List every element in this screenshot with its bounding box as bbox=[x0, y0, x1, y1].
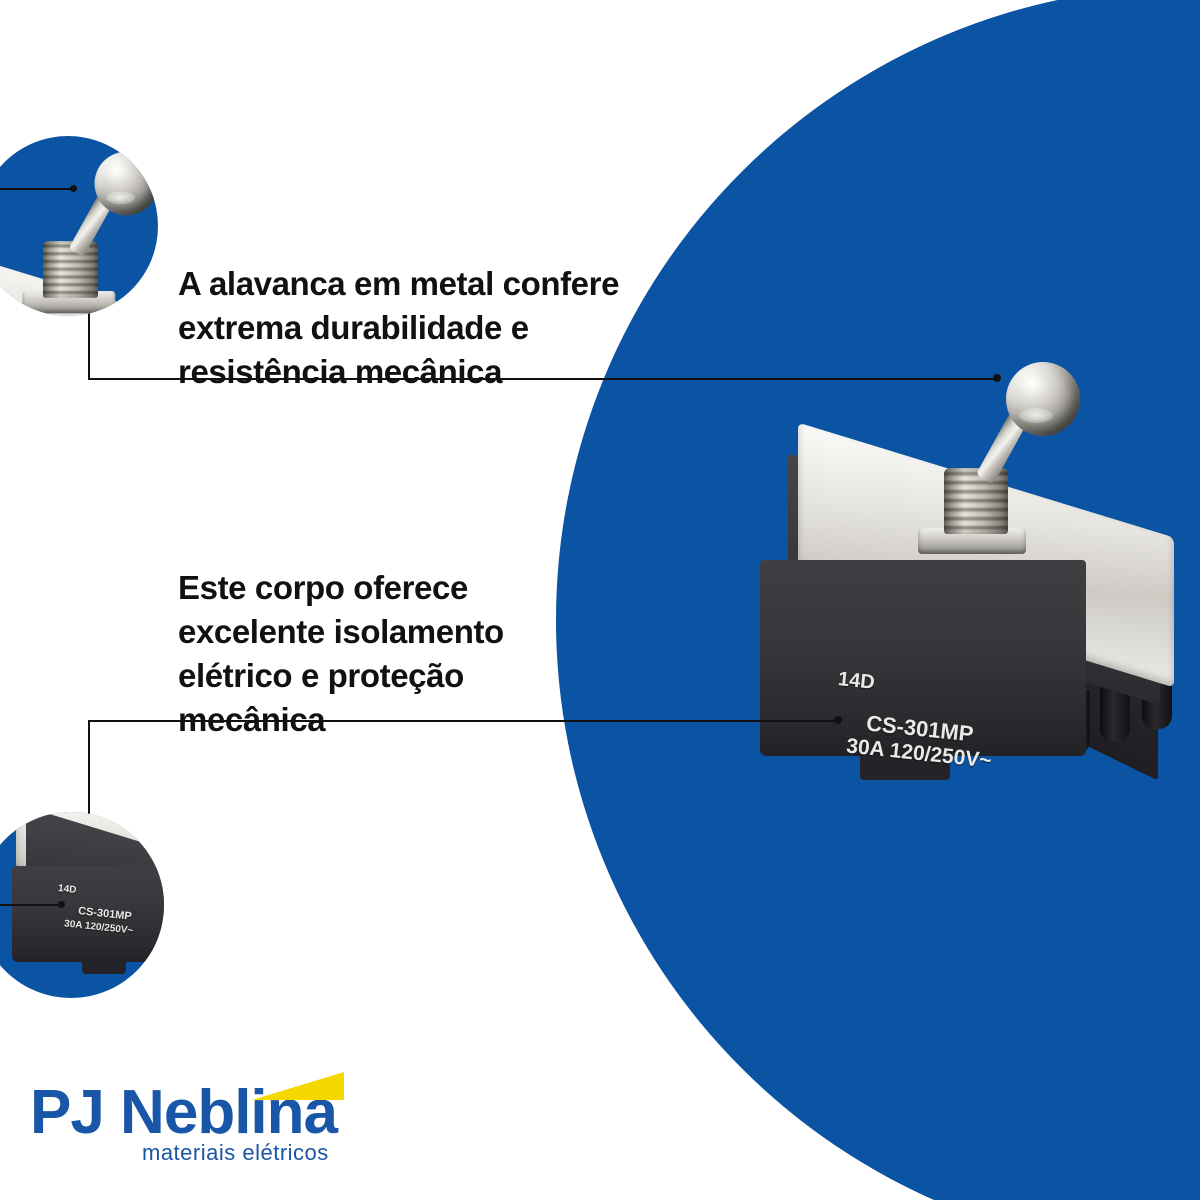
inset-leader-line-lever bbox=[0, 188, 74, 190]
callout-lever-text: A alavanca em metal confere extrema dura… bbox=[178, 265, 620, 390]
logo-wedge-icon bbox=[252, 1072, 344, 1100]
marking-code: 14D bbox=[837, 668, 876, 694]
inset-threaded-bushing bbox=[42, 241, 98, 298]
logo-tagline: materiais elétricos bbox=[142, 1140, 329, 1165]
inset-metal-ball-knob bbox=[94, 151, 158, 216]
inset-body-foot bbox=[82, 960, 126, 974]
leader-line-lever-horizontal bbox=[88, 378, 998, 380]
leader-endpoint-body bbox=[834, 716, 842, 724]
leader-endpoint-lever bbox=[993, 374, 1001, 382]
inset-body-detail: 14D CS-301MP 30A 120/250V~ bbox=[0, 812, 164, 998]
inset-lever-detail bbox=[0, 136, 158, 316]
inset-marking-code: 14D bbox=[57, 883, 77, 896]
product-image-toggle-switch: 14D CS-301MP 30A 120/250V~ bbox=[760, 360, 1200, 830]
callout-body-text: Este corpo oferece excelente isolamento … bbox=[178, 569, 504, 738]
threaded-bushing bbox=[944, 468, 1008, 534]
leader-line-body-vertical bbox=[88, 720, 90, 830]
brand-logo: PJ Neblina materiais elétricos bbox=[30, 1072, 344, 1166]
switch-mounting-foot bbox=[860, 752, 950, 780]
inset-leader-endpoint-body bbox=[58, 901, 65, 908]
leader-line-body-horizontal bbox=[88, 720, 840, 722]
metal-ball-knob bbox=[1006, 362, 1080, 436]
inset-body-front-face bbox=[12, 866, 164, 962]
leader-line-lever-vertical bbox=[88, 300, 90, 380]
inset-leader-endpoint-lever bbox=[70, 185, 77, 192]
inset-leader-line-body bbox=[0, 904, 62, 906]
switch-body-front-face bbox=[760, 560, 1086, 756]
